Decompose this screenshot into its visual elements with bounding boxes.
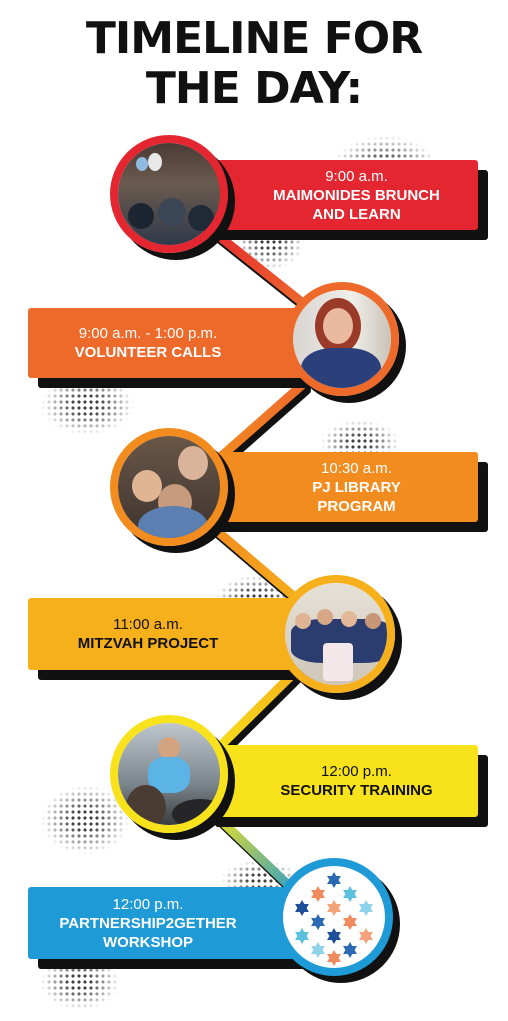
event-label: MITZVAH PROJECT xyxy=(77,635,219,652)
halftone-decoration xyxy=(40,955,120,1010)
event-label: PARTNERSHIP2GETHER xyxy=(59,914,237,932)
event-label: SECURITY TRAINING xyxy=(280,782,433,799)
event-label: PJ LIBRARY xyxy=(312,478,401,496)
event-banner-6: 12:00 p.m. PARTNERSHIP2GETHER WORKSHOP xyxy=(28,887,308,959)
event-banner-4: 11:00 a.m. MITZVAH PROJECT xyxy=(28,598,308,670)
halftone-decoration xyxy=(40,375,135,435)
star-shape xyxy=(295,904,309,916)
event-photo-3 xyxy=(110,428,228,546)
event-label: AND LEARN xyxy=(312,205,401,223)
event-photo-2 xyxy=(285,282,399,396)
star-shape xyxy=(311,918,325,930)
star-shape xyxy=(327,876,341,888)
event-label: PROGRAM xyxy=(317,497,396,515)
event-time: 9:00 a.m. xyxy=(325,167,388,185)
event-label: VOLUNTEER CALLS xyxy=(74,344,222,361)
event-photo-5 xyxy=(110,715,228,833)
star-shape xyxy=(359,932,373,944)
star-shape xyxy=(343,918,357,930)
event-label: WORKSHOP xyxy=(103,933,193,951)
star-shape xyxy=(343,946,357,958)
event-photo-1 xyxy=(110,135,228,253)
event-time: 10:30 a.m. xyxy=(321,459,392,477)
event-time: 12:00 p.m. xyxy=(321,763,392,780)
title-line-2: THE DAY: xyxy=(145,63,363,114)
star-of-david-logo xyxy=(295,872,373,966)
star-shape xyxy=(343,890,357,902)
event-banner-1: 9:00 a.m. MAIMONIDES BRUNCH AND LEARN xyxy=(205,160,478,230)
title-line-1: TIMELINE FOR xyxy=(85,13,423,64)
event-time: 9:00 a.m. - 1:00 p.m. xyxy=(78,325,218,342)
event-banner-5: 12:00 p.m. SECURITY TRAINING xyxy=(205,745,478,817)
star-shape xyxy=(295,932,309,944)
connector-1 xyxy=(200,220,313,312)
star-shape xyxy=(311,946,325,958)
page-title: TIMELINE FOR THE DAY: xyxy=(0,14,508,114)
event-banner-2: 9:00 a.m. - 1:00 p.m. VOLUNTEER CALLS xyxy=(28,308,308,378)
event-time: 12:00 p.m. xyxy=(112,895,184,913)
event-time: 11:00 a.m. xyxy=(113,616,183,633)
event-banner-3: 10:30 a.m. PJ LIBRARY PROGRAM xyxy=(205,452,478,522)
star-shape xyxy=(327,904,341,916)
event-photo-4 xyxy=(277,575,395,693)
star-shape xyxy=(327,954,341,966)
partnership-logo-circle xyxy=(275,858,393,976)
star-shape xyxy=(359,904,373,916)
star-shape xyxy=(327,932,341,944)
event-label: MAIMONIDES BRUNCH xyxy=(273,186,440,204)
star-shape xyxy=(311,890,325,902)
